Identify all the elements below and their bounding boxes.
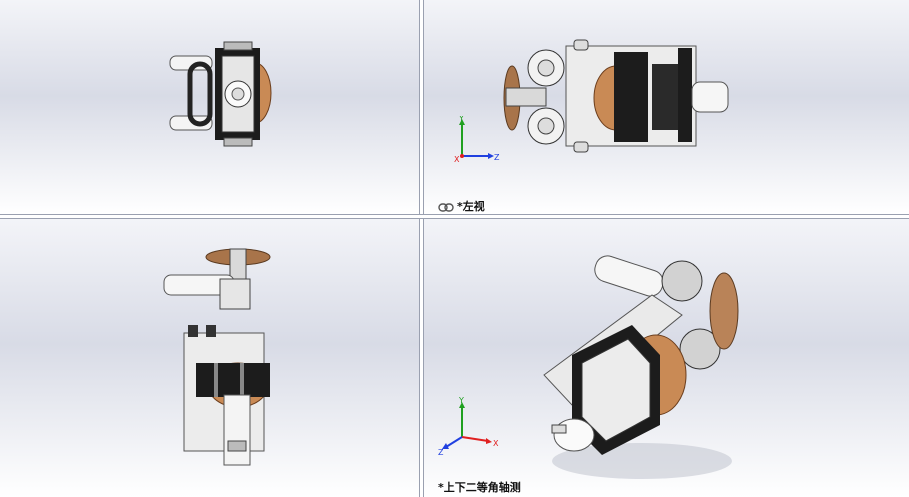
motor-isometric-view[interactable]: [532, 255, 762, 483]
axis-label-z: Z: [494, 153, 500, 162]
viewport-left[interactable]: Y Z X *左视: [424, 0, 909, 214]
iso-axis-label-y: Y: [458, 397, 464, 405]
view-label-left-text: *左视: [457, 200, 485, 213]
motor-top-view[interactable]: [160, 245, 280, 467]
axis-label-y: Y: [458, 116, 464, 123]
viewport-front[interactable]: [0, 0, 419, 214]
link-icon: [438, 202, 454, 212]
view-label-left: *左视: [438, 198, 485, 214]
viewport-splitter-horizontal[interactable]: [0, 214, 909, 219]
motor-front-view[interactable]: [160, 38, 280, 150]
viewport-top[interactable]: [0, 219, 419, 497]
view-label-isometric: *上下二等角轴测: [438, 481, 521, 494]
viewport-splitter-vertical[interactable]: [419, 0, 424, 497]
viewport-isometric[interactable]: Y X Z *上下二等角轴测: [424, 219, 909, 497]
axis-label-x: X: [454, 155, 460, 164]
iso-axis-label-x: X: [493, 439, 499, 448]
axis-triad-iso: Y X Z: [438, 397, 499, 455]
axis-triad: Y Z X: [454, 116, 500, 164]
motor-left-view[interactable]: [496, 38, 736, 154]
iso-axis-label-z: Z: [438, 448, 444, 455]
